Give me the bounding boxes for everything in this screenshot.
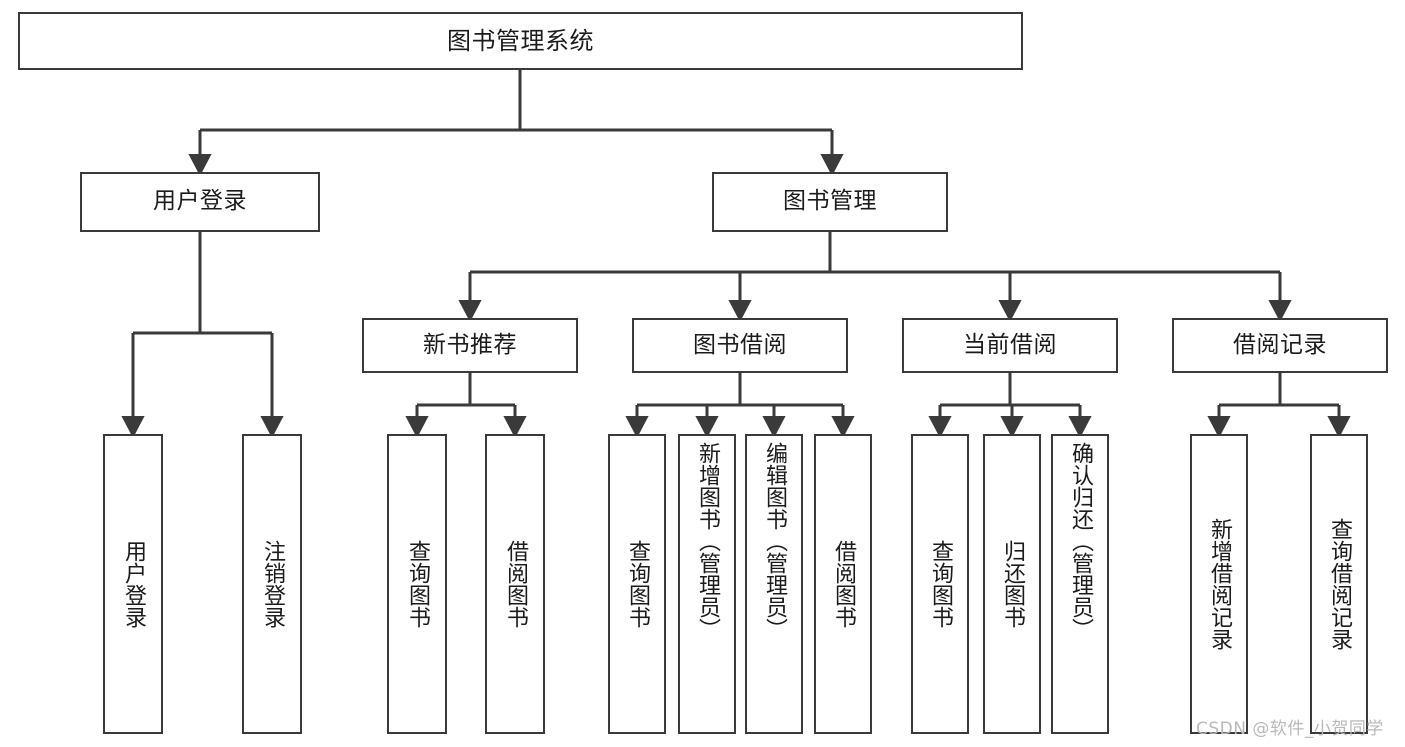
- node-borrow-record-label: 借阅记录: [1233, 331, 1327, 358]
- node-leaf-borrow-book-2-label: 借阅图书: [830, 540, 856, 628]
- node-leaf-borrow-book-1-label: 借阅图书: [502, 540, 528, 628]
- node-leaf-confirm-return[interactable]: 确认归还（管理员）: [1051, 434, 1109, 734]
- node-new-book-rec-label: 新书推荐: [423, 331, 517, 358]
- node-leaf-query-book-3-label: 查询图书: [927, 540, 953, 628]
- node-book-borrow-label: 图书借阅: [693, 331, 787, 358]
- node-current-borrow[interactable]: 当前借阅: [902, 318, 1118, 373]
- node-leaf-return-book[interactable]: 归还图书: [983, 434, 1041, 734]
- node-current-borrow-label: 当前借阅: [963, 331, 1057, 358]
- node-leaf-query-record[interactable]: 查询借阅记录: [1310, 434, 1368, 734]
- node-new-book-rec[interactable]: 新书推荐: [362, 318, 578, 373]
- node-leaf-edit-book-label: 编辑图书（管理员）: [761, 442, 787, 640]
- node-leaf-return-book-label: 归还图书: [999, 540, 1025, 628]
- node-leaf-query-book-2-label: 查询图书: [624, 540, 650, 628]
- node-leaf-query-record-label: 查询借阅记录: [1326, 518, 1352, 650]
- node-leaf-borrow-book-1[interactable]: 借阅图书: [485, 434, 545, 734]
- node-leaf-query-book-2[interactable]: 查询图书: [608, 434, 666, 734]
- node-leaf-query-book-1[interactable]: 查询图书: [387, 434, 447, 734]
- node-leaf-user-login[interactable]: 用户登录: [103, 434, 163, 734]
- node-leaf-query-book-3[interactable]: 查询图书: [911, 434, 969, 734]
- node-leaf-user-login-label: 用户登录: [120, 540, 146, 628]
- node-leaf-query-book-1-label: 查询图书: [404, 540, 430, 628]
- node-leaf-add-record-label: 新增借阅记录: [1206, 518, 1232, 650]
- node-leaf-user-logout[interactable]: 注销登录: [242, 434, 302, 734]
- node-user-login-label: 用户登录: [153, 188, 247, 215]
- node-leaf-edit-book[interactable]: 编辑图书（管理员）: [745, 434, 803, 734]
- node-book-manage[interactable]: 图书管理: [712, 172, 948, 232]
- node-leaf-add-book-label: 新增图书（管理员）: [694, 442, 720, 640]
- node-book-borrow[interactable]: 图书借阅: [632, 318, 848, 373]
- node-leaf-add-book[interactable]: 新增图书（管理员）: [678, 434, 736, 734]
- node-root[interactable]: 图书管理系统: [18, 12, 1023, 70]
- node-borrow-record[interactable]: 借阅记录: [1172, 318, 1388, 373]
- node-user-login[interactable]: 用户登录: [80, 172, 320, 232]
- node-leaf-user-logout-label: 注销登录: [259, 540, 285, 628]
- node-leaf-confirm-return-label: 确认归还（管理员）: [1067, 442, 1093, 640]
- node-root-label: 图书管理系统: [447, 26, 594, 55]
- csdn-watermark: CSDN @软件_小贺同学: [1196, 719, 1384, 739]
- node-leaf-add-record[interactable]: 新增借阅记录: [1190, 434, 1248, 734]
- node-book-manage-label: 图书管理: [783, 188, 877, 215]
- node-leaf-borrow-book-2[interactable]: 借阅图书: [814, 434, 872, 734]
